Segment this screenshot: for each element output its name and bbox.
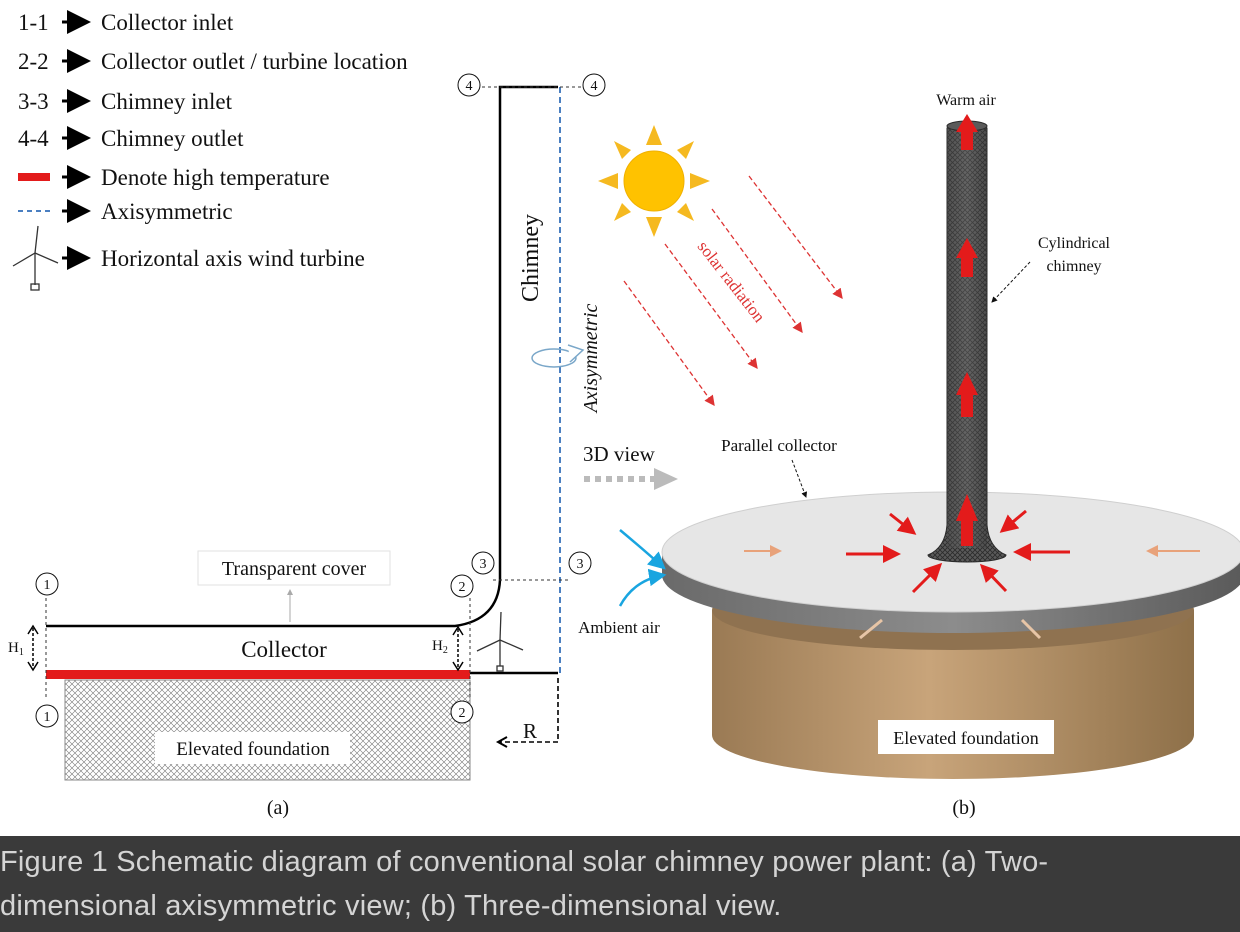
legend-item: 3-3 Chimney inlet xyxy=(18,89,233,114)
h1-label: H xyxy=(8,640,19,656)
legend-key: 3-3 xyxy=(18,89,49,114)
foundation-label-box xyxy=(155,732,350,764)
r-dimension: R xyxy=(495,678,559,748)
legend-key: 4-4 xyxy=(18,126,49,151)
figure-caption: Figure 1 Schematic diagram of convention… xyxy=(0,836,1240,932)
panel-b: solar radiation xyxy=(578,92,1240,819)
svg-text:4: 4 xyxy=(591,79,598,94)
h1-subscript: 1 xyxy=(19,647,24,658)
panel-b-caption: (b) xyxy=(952,797,975,819)
cylindrical-chimney-label-line1: Cylindrical xyxy=(1038,235,1111,252)
support-strut xyxy=(859,618,883,640)
caption-line-1: Figure 1 Schematic diagram of convention… xyxy=(0,846,1049,878)
legend-item: Horizontal axis wind turbine xyxy=(12,225,365,291)
station-marker: 2 xyxy=(450,574,474,598)
wind-turbine-icon xyxy=(12,225,59,291)
solar-radiation-label: solar radiation xyxy=(694,237,769,326)
legend-item: 1-1 Collector inlet xyxy=(18,10,234,35)
svg-text:H2: H2 xyxy=(432,638,448,656)
svg-text:H1: H1 xyxy=(8,640,24,658)
legend-label: Axisymmetric xyxy=(101,199,233,224)
figure-panel: 1-1 Collector inlet 2-2 Collector outlet… xyxy=(8,10,1240,819)
view-switch-arrow: 3D view xyxy=(583,442,678,490)
station-marker: 1 xyxy=(35,572,59,596)
ambient-air-arrows xyxy=(618,529,667,607)
collector-pointer xyxy=(791,459,808,498)
r-label: R xyxy=(523,719,537,743)
svg-text:2: 2 xyxy=(459,580,466,595)
h1-dimension: H1 xyxy=(8,624,39,672)
foundation-label: Elevated foundation xyxy=(893,728,1038,748)
station-marker: 4 xyxy=(457,73,481,97)
h2-subscript: 2 xyxy=(443,645,448,656)
legend-label: Collector outlet / turbine location xyxy=(101,49,408,74)
svg-text:1: 1 xyxy=(44,578,51,593)
h2-dimension: H2 xyxy=(432,625,464,672)
chimney-pointer xyxy=(991,261,1031,303)
panel-a: Elevated foundation 1 1 2 2 3 3 4 4 Tran… xyxy=(8,73,606,819)
warm-air-label: Warm air xyxy=(936,92,996,109)
cylindrical-chimney-label-line2: chimney xyxy=(1046,258,1101,275)
svg-text:1: 1 xyxy=(44,710,51,725)
station-marker: 2 xyxy=(450,700,474,724)
legend-label: Chimney outlet xyxy=(101,126,244,151)
legend: 1-1 Collector inlet 2-2 Collector outlet… xyxy=(12,10,408,291)
ambient-air-label: Ambient air xyxy=(578,618,660,637)
legend-key: 1-1 xyxy=(18,10,49,35)
inflow-arrows xyxy=(846,509,1070,594)
legend-label: Collector inlet xyxy=(101,10,234,35)
legend-item: 4-4 Chimney outlet xyxy=(18,126,244,151)
view-label: 3D view xyxy=(583,442,656,466)
parallel-collector-label: Parallel collector xyxy=(721,436,837,455)
legend-label: Denote high temperature xyxy=(101,165,330,190)
chimney-label: Chimney xyxy=(518,214,544,302)
station-markers: 1 1 2 2 3 3 4 4 xyxy=(35,73,606,728)
chimney-3d xyxy=(927,114,1007,563)
legend-label: Horizontal axis wind turbine xyxy=(101,246,365,271)
legend-item: Denote high temperature xyxy=(18,165,330,190)
solar-radiation-arrows xyxy=(623,175,843,407)
panel-a-caption: (a) xyxy=(267,797,289,819)
station-marker: 1 xyxy=(35,704,59,728)
svg-text:2: 2 xyxy=(459,706,466,721)
wind-turbine-icon xyxy=(476,611,524,672)
station-marker: 4 xyxy=(582,73,606,97)
collector-label: Collector xyxy=(241,637,327,662)
cover-label: Transparent cover xyxy=(222,558,367,580)
caption-line-2: dimensional axisymmetric view; (b) Three… xyxy=(0,890,782,922)
legend-key: 2-2 xyxy=(18,49,49,74)
station-marker: 3 xyxy=(471,551,495,575)
rotation-arrow-icon xyxy=(531,344,585,368)
foundation-label: Elevated foundation xyxy=(176,739,330,760)
axisymmetric-label: Axisymmetric xyxy=(580,303,602,414)
h2-label: H xyxy=(432,638,443,654)
support-strut xyxy=(1020,618,1042,640)
elevated-foundation xyxy=(64,679,471,781)
legend-item: 2-2 Collector outlet / turbine location xyxy=(18,49,408,74)
foundation-label-box xyxy=(878,720,1054,754)
station-marker: 3 xyxy=(568,551,592,575)
svg-text:4: 4 xyxy=(466,79,473,94)
legend-label: Chimney inlet xyxy=(101,89,233,114)
high-temperature-swatch xyxy=(18,173,50,181)
sun-icon xyxy=(598,125,710,237)
svg-text:3: 3 xyxy=(577,557,584,572)
svg-text:3: 3 xyxy=(480,557,487,572)
cover-label-box xyxy=(197,550,391,586)
legend-item: Axisymmetric xyxy=(18,199,233,224)
absorber-plate xyxy=(46,670,470,679)
